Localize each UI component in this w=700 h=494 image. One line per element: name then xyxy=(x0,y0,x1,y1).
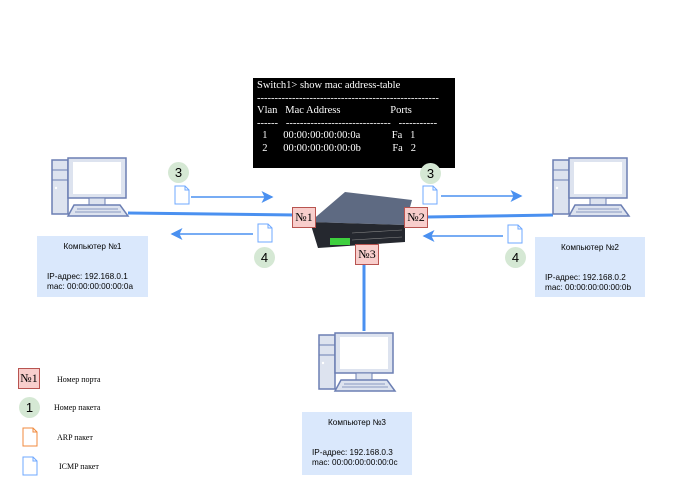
computer-3-icon xyxy=(318,332,396,392)
switch-icon xyxy=(310,192,412,248)
port-3-label: №3 xyxy=(355,244,379,265)
link-pc1-switch xyxy=(127,211,297,217)
legend-arp-packet-icon xyxy=(22,427,38,447)
terminal-prompt: Switch1> show mac address-table xyxy=(257,80,401,91)
computer-2-info: Компьютер №2 IP-адрес: 192.168.0.2 mac: … xyxy=(535,237,645,297)
computer-ip: IP-адрес: 192.168.0.1 xyxy=(47,272,128,281)
mac-address-table-terminal: Switch1> show mac address-table---------… xyxy=(253,78,455,168)
link-pc2-switch xyxy=(425,213,554,219)
packet-number-badge: 4 xyxy=(505,247,526,268)
computer-1-icon xyxy=(51,157,129,217)
legend-port-label: Номер порта xyxy=(57,375,101,384)
computer-mac: mac: 00:00:00:00:00:0a xyxy=(47,282,134,291)
computer-ip: IP-адрес: 192.168.0.2 xyxy=(545,273,626,282)
packet-number-badge: 4 xyxy=(254,247,275,268)
terminal-row: 2 00:00:00:00:00:0b Fa 2 xyxy=(257,142,416,154)
computer-mac: mac: 00:00:00:00:00:0b xyxy=(545,283,632,292)
icmp-packet-icon xyxy=(174,185,190,205)
computer-2-icon xyxy=(552,157,630,217)
terminal-separator: ------ ------------------------------ --… xyxy=(257,117,438,129)
legend-arp-label: ARP пакет xyxy=(57,433,93,442)
computer-title: Компьютер №2 xyxy=(561,243,619,252)
legend-icmp-packet-icon xyxy=(22,456,38,476)
terminal-separator: ----------------------------------------… xyxy=(257,92,439,104)
packet-number-badge: 3 xyxy=(168,162,189,183)
packet-number-badge: 3 xyxy=(420,163,441,184)
terminal-header: Vlan Mac Address Ports xyxy=(257,105,412,117)
computer-1-info: Компьютер №1 IP-адрес: 192.168.0.1 mac: … xyxy=(37,236,148,297)
icmp-packet-icon xyxy=(507,224,523,244)
terminal-row: 1 00:00:00:00:00:0a Fa 1 xyxy=(257,130,416,142)
legend-packet-sample: 1 xyxy=(19,397,40,418)
legend-icmp-label: ICMP пакет xyxy=(59,462,99,471)
computer-title: Компьютер №3 xyxy=(328,418,386,427)
computer-mac: mac: 00:00:00:00:00:0c xyxy=(312,458,398,467)
icmp-packet-icon xyxy=(422,185,438,205)
icmp-packet-icon xyxy=(257,223,273,243)
legend-packet-label: Номер пакета xyxy=(54,403,101,412)
legend-port-sample: №1 xyxy=(18,368,40,389)
computer-ip: IP-адрес: 192.168.0.3 xyxy=(312,448,393,457)
computer-3-info: Компьютер №3 IP-адрес: 192.168.0.3 mac: … xyxy=(302,412,412,475)
port-1-label: №1 xyxy=(292,207,316,228)
port-2-label: №2 xyxy=(404,207,428,228)
computer-title: Компьютер №1 xyxy=(63,242,122,251)
